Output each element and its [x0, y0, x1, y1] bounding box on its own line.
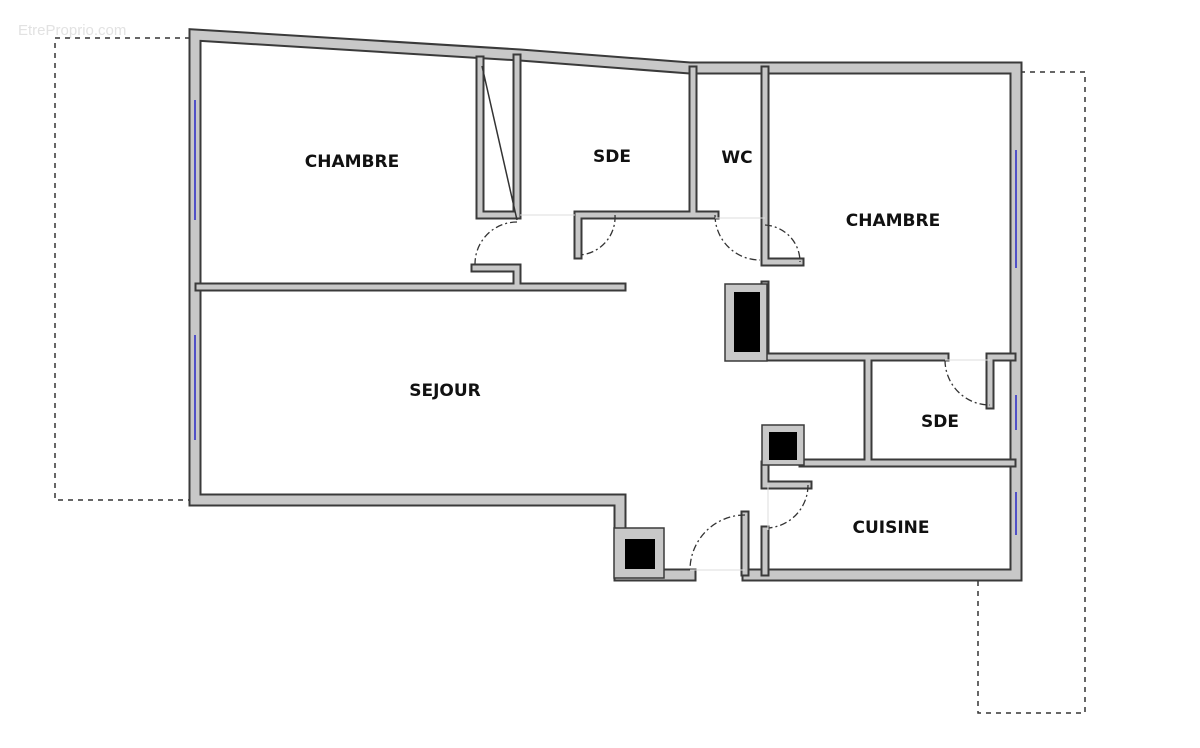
windows: [194, 100, 1017, 535]
exterior-walls: [188, 28, 1023, 582]
right-terrace-outline: [977, 71, 1086, 714]
door-swings: [474, 214, 991, 571]
room-label-sde-2: SDE: [921, 412, 959, 432]
room-label-chambre-1: CHAMBRE: [305, 152, 399, 172]
room-label-chambre-2: CHAMBRE: [846, 211, 940, 231]
room-label-sde-1: SDE: [593, 147, 631, 167]
left-balcony-outline: [54, 37, 190, 501]
closet-diagonal: [481, 65, 518, 221]
room-label-sejour: SEJOUR: [409, 381, 481, 401]
room-label-wc: WC: [721, 148, 752, 168]
room-label-cuisine: CUISINE: [852, 518, 929, 538]
watermark: EtreProprio.com: [18, 22, 127, 39]
ducts: [613, 283, 805, 579]
